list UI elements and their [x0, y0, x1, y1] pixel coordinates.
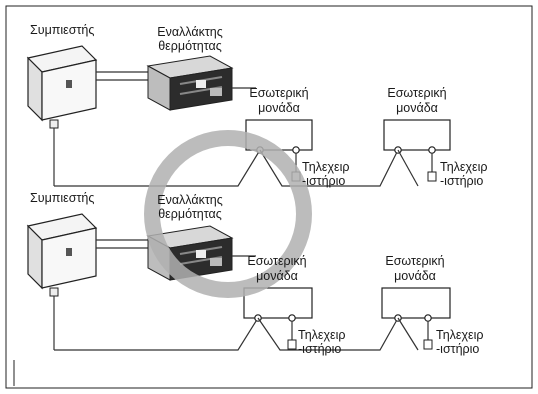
system-1	[26, 45, 451, 187]
heat-exchanger-label-line1: Εναλλάκτης	[157, 25, 223, 39]
indoor-unit-label-line2: μονάδα	[256, 269, 298, 283]
indoor-unit-label-line2: μονάδα	[394, 269, 436, 283]
indoor-unit-label-line1: Εσωτερική	[387, 86, 447, 100]
outer-border	[5, 5, 533, 389]
remote-label-line1: Τηλεχειρ	[298, 328, 346, 342]
heat-exchanger-icon	[146, 55, 234, 111]
indoor-unit-box	[383, 119, 451, 151]
remote-label-line1: Τηλεχειρ	[436, 328, 484, 342]
indoor-unit-label-line1: Εσωτερική	[385, 254, 445, 268]
remote-label-line1: Τηλεχειρ	[440, 160, 488, 174]
compressor-icon	[26, 213, 98, 350]
remote-label-line2: -ιστήριο	[436, 342, 480, 356]
indoor-unit-label-line2: μονάδα	[258, 101, 300, 115]
remote-icon	[423, 339, 433, 350]
remote-icon	[287, 339, 297, 350]
indoor-unit-label-line2: μονάδα	[396, 101, 438, 115]
indoor-unit-label-line1: Εσωτερική	[249, 86, 309, 100]
indoor-unit-box	[381, 287, 451, 319]
indoor-unit-label-line1: Εσωτερική	[247, 254, 307, 268]
remote-label-line2: -ιστήριο	[440, 174, 484, 188]
remote-icon	[427, 171, 437, 182]
remote-label-line2: -ιστήριο	[298, 342, 342, 356]
compressor-label: Συμπιεστής	[30, 191, 95, 205]
highlight-ring	[144, 130, 312, 298]
heat-exchanger-label-line2: θερμότητας	[158, 207, 222, 221]
compressor-label: Συμπιεστής	[30, 23, 95, 37]
diagram-frame	[5, 5, 533, 389]
heat-exchanger-label-line1: Εναλλάκτης	[157, 193, 223, 207]
compressor-icon	[26, 45, 98, 186]
system-2	[26, 213, 451, 351]
remote-label-line2: -ιστήριο	[302, 174, 346, 188]
remote-label-line1: Τηλεχειρ	[302, 160, 350, 174]
heat-exchanger-label-line2: θερμότητας	[158, 39, 222, 53]
